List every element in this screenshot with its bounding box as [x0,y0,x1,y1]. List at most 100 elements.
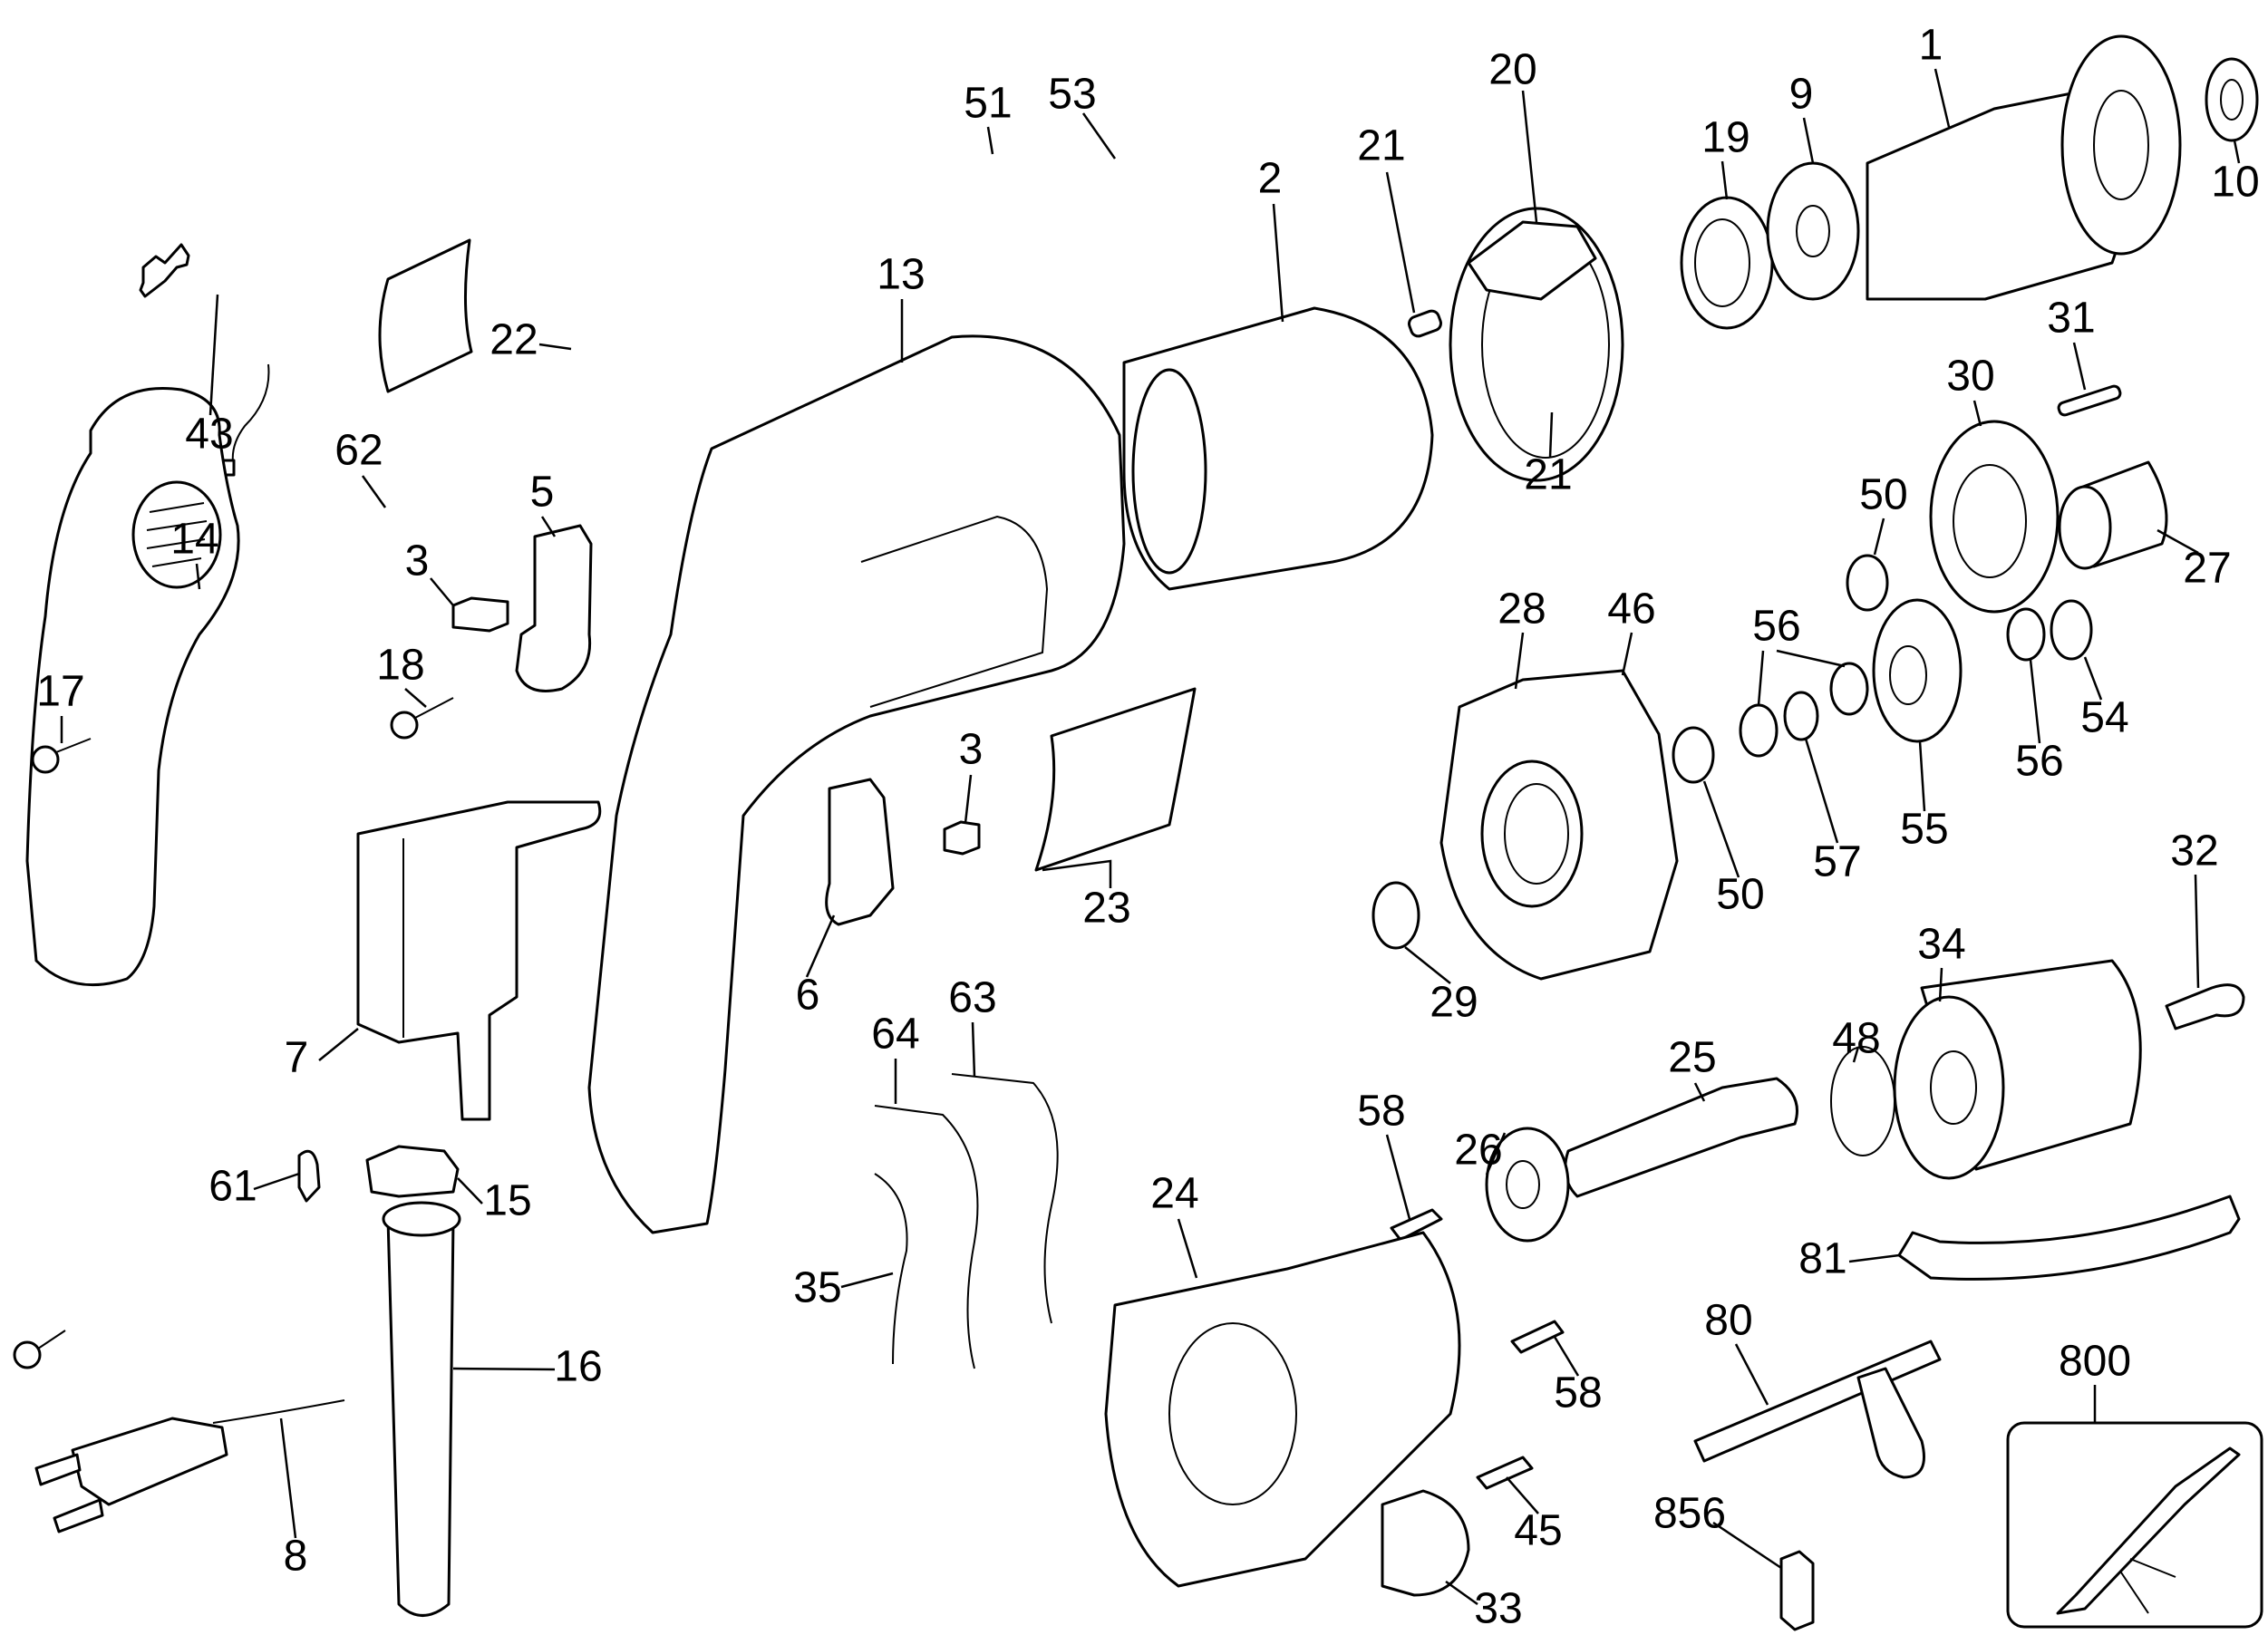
callout-53: 53 [1048,71,1096,119]
part-24-gear-case-bore [1168,1322,1297,1505]
callout-6: 6 [796,972,820,1020]
callout-labels: 51 53 20 21 19 9 1 10 2 13 22 43 62 5 14… [36,22,2259,1633]
callout-9: 9 [1789,71,1814,119]
part-55-intermediate-gear [1872,598,1963,743]
callout-32: 32 [2170,827,2218,876]
part-1-armature-fan [2060,34,2182,256]
part-8-plug-prongs [34,1453,104,1533]
part-55-gear-hub [1889,645,1927,705]
part-9-bearing [1766,161,1860,301]
part-31-key [2057,384,2122,417]
callout-81: 81 [1798,1235,1846,1283]
callout-80: 80 [1704,1297,1752,1345]
part-23-label [1034,687,1197,872]
part-24-gear-case [1104,1231,1461,1588]
part-8-plug [71,1417,228,1506]
part-9-bearing-inner [1796,205,1830,257]
callout-16: 16 [554,1343,602,1391]
part-20-brush-box [1467,220,1597,301]
callout-31: 31 [2047,295,2095,343]
part-29-washer [1371,881,1420,950]
callout-17: 17 [36,668,84,716]
callout-25: 25 [1668,1034,1716,1082]
part-62-ground-wire [231,363,270,463]
callout-30: 30 [1946,353,1994,401]
part-7-switch [356,800,602,1121]
part-6-brush-holder [825,778,895,926]
callout-63: 63 [948,974,996,1022]
callout-51: 51 [964,80,1012,128]
callout-1: 1 [1919,22,1943,70]
part-48-retaining-ring [1830,1046,1895,1156]
callout-3: 3 [959,726,984,774]
callout-23: 23 [1082,885,1130,933]
part-3-brush [943,820,981,856]
part-7-switch-detail [357,838,404,1038]
part-10-bearing-inner [2220,79,2244,121]
callout-55: 55 [1900,806,1948,854]
part-56-washer [1829,662,1869,716]
part-81-key-holder [1897,1195,2241,1281]
callout-56: 56 [2015,738,2063,786]
part-45-screw [1476,1456,1534,1490]
callout-57: 57 [1813,838,1861,886]
part-30-gear [1929,420,2060,614]
callout-21: 21 [1524,451,1572,499]
part-34-chuck-face [1893,995,2005,1180]
part-10-bearing [2205,57,2259,142]
leader-lines [60,68,2241,1606]
callout-28: 28 [1497,585,1546,634]
callout-50: 50 [1716,871,1764,919]
callout-56: 56 [1752,603,1800,651]
part-25-spindle [1564,1077,1798,1198]
part-16-cord-protector-top [382,1201,461,1237]
callout-34: 34 [1917,921,1965,969]
callout-46: 46 [1607,585,1655,634]
part-screw-handle-bottom [13,1330,66,1369]
callout-43: 43 [185,411,233,459]
callout-54: 54 [2080,694,2128,742]
part-28-bearing-bore [1480,759,1584,908]
part-800-inset-tool [2056,1446,2241,1615]
part-5-brush-holder [515,524,593,692]
callout-26: 26 [1454,1127,1502,1175]
callout-14: 14 [170,516,218,564]
callout-20: 20 [1488,46,1536,94]
callout-3: 3 [405,537,430,585]
callout-19: 19 [1701,114,1749,162]
callout-21: 21 [1357,122,1405,170]
part-34-chuck-face-inner [1930,1050,1977,1125]
part-856-holder-clip [1779,1550,1815,1631]
part-63-lead-wire [951,1073,1059,1324]
part-2-field-bore [1131,368,1207,575]
callout-58: 58 [1554,1369,1602,1417]
callout-800: 800 [2059,1338,2131,1386]
part-8-cord [212,1399,345,1424]
part-13-motor-housing [587,334,1126,1234]
part-27-sleeve-end [2058,485,2112,570]
callout-62: 62 [334,427,383,475]
part-15-cord-clamp [365,1145,460,1198]
part-50-bearing [1672,726,1715,784]
part-1-armature-hub [2093,90,2149,200]
part-50-bearing [1846,554,1889,612]
part-58-screw [1510,1320,1565,1354]
callout-33: 33 [1474,1585,1522,1633]
callout-13: 13 [877,251,925,299]
callout-2: 2 [1258,155,1283,203]
part-800-inset-detail [2120,1558,2176,1614]
part-19-baffle-inner [1694,218,1750,307]
part-21-pin [1408,309,1442,338]
part-32-chuck-screw [2165,983,2245,1030]
part-14-vent-slots [146,502,208,567]
part-56-washer [2006,607,2046,662]
callout-61: 61 [208,1163,257,1211]
part-3-brush [451,596,509,633]
callout-856: 856 [1653,1490,1726,1538]
part-26-bearing [1485,1127,1570,1243]
part-14-vent-grille [131,480,222,589]
callout-48: 48 [1832,1015,1880,1063]
part-64-lead-wire [874,1105,979,1369]
part-13-housing-panel [860,515,1049,708]
